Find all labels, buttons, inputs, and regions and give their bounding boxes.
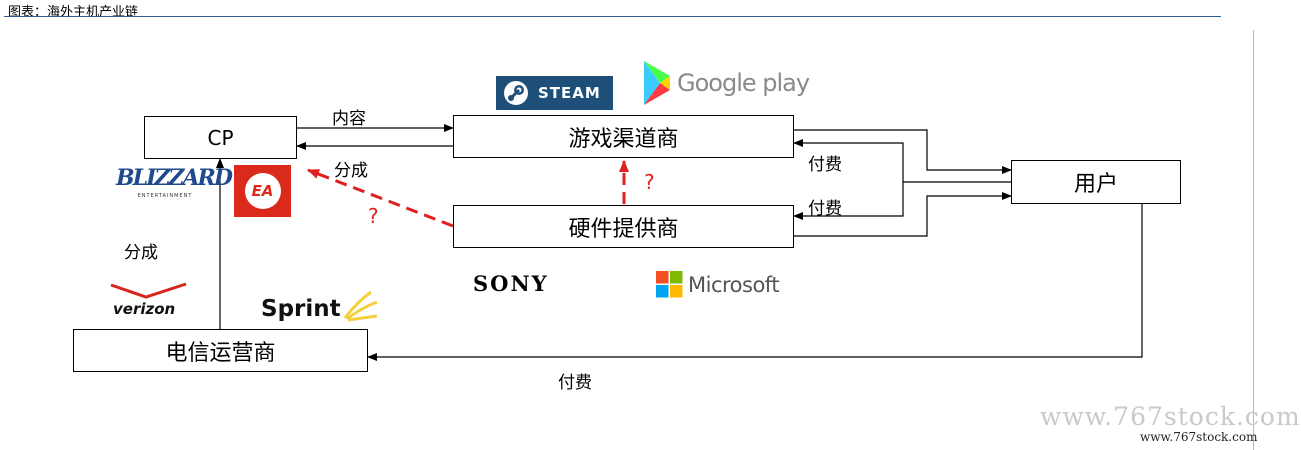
google-play-text: Google play	[677, 69, 810, 97]
node-telecom-operator: 电信运营商	[73, 329, 368, 372]
node-hardware-provider: 硬件提供商	[453, 205, 794, 248]
node-telecom-operator-label: 电信运营商	[165, 340, 276, 366]
label-share-left: 分成	[124, 243, 158, 263]
edge-user-fee-telecom	[367, 204, 1143, 361]
ea-logo: EA	[234, 165, 291, 217]
verizon-text: verizon	[113, 300, 176, 318]
google-play-logo: Google play	[642, 58, 810, 108]
right-border	[1253, 30, 1254, 450]
blizzard-text: BLIZZARD	[116, 165, 233, 191]
node-game-channel-label: 游戏渠道商	[568, 126, 679, 152]
edge-channel-to-user	[794, 129, 1012, 174]
node-cp-label: CP	[207, 125, 234, 150]
microsoft-text: Microsoft	[688, 272, 780, 297]
label-share-top: 分成	[334, 161, 368, 181]
edge-user-fee-channel	[793, 139, 1011, 183]
header-rule	[4, 16, 1221, 17]
sprint-logo: Sprint	[261, 288, 379, 322]
blizzard-subtext: ENTERTAINMENT	[137, 193, 193, 199]
edge-user-fee-hardware	[793, 182, 904, 220]
microsoft-windows-icon	[656, 271, 683, 298]
blizzard-logo: BLIZZARD ENTERTAINMENT	[116, 163, 233, 199]
node-game-channel: 游戏渠道商	[453, 115, 794, 158]
ea-text: EA	[251, 182, 274, 200]
steam-icon	[504, 81, 528, 105]
sony-logo: SONY	[473, 271, 549, 296]
label-fee-channel: 付费	[808, 155, 842, 175]
steam-logo: STEAM	[496, 76, 613, 110]
watermark-small: www.767stock.com	[1140, 430, 1258, 444]
edge-hardware-to-user	[794, 192, 1012, 237]
google-play-icon	[644, 61, 670, 105]
node-cp: CP	[144, 116, 297, 159]
question-mark-cp: ?	[368, 204, 379, 228]
label-content: 内容	[332, 109, 366, 129]
watermark-large: www.767stock.com	[1040, 402, 1301, 431]
question-mark-channel: ?	[644, 170, 655, 194]
node-user: 用户	[1011, 160, 1181, 204]
node-user-label: 用户	[1073, 172, 1118, 197]
ea-circle: EA	[244, 173, 281, 209]
microsoft-logo: Microsoft	[656, 271, 780, 298]
label-fee-hardware: 付费	[808, 199, 842, 219]
node-hardware-provider-label: 硬件提供商	[568, 216, 679, 242]
sprint-text: Sprint	[261, 296, 341, 322]
edge-hardware-to-cp-dashed	[307, 168, 454, 228]
verizon-logo: verizon	[108, 282, 190, 318]
verizon-check-icon	[110, 282, 187, 299]
diagram-connectors	[216, 124, 1143, 361]
label-fee-bottom: 付费	[558, 373, 592, 393]
steam-logo-text: STEAM	[538, 84, 601, 102]
sprint-wings-icon	[343, 290, 378, 322]
